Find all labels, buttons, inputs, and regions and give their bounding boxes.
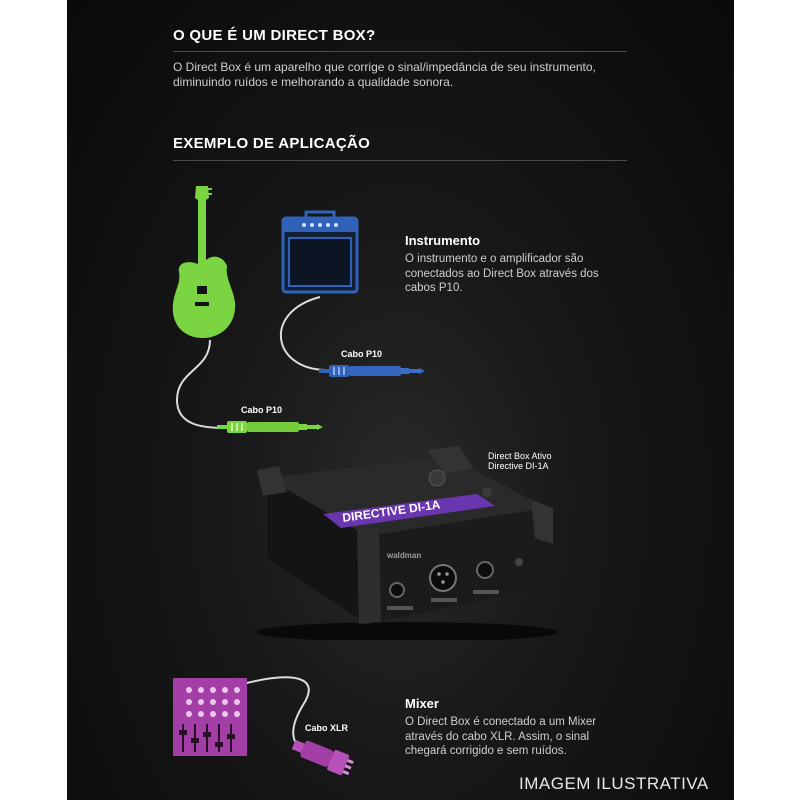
intro-paragraph: O Direct Box é um aparelho que corrige o… — [173, 60, 643, 90]
mixer-icon — [173, 678, 247, 756]
cable-label-p10-amp: Cabo P10 — [341, 349, 383, 359]
cable-label-xlr: Cabo XLR — [305, 723, 349, 733]
mixer-cable-line — [246, 676, 310, 746]
section-heading-example: EXEMPLO DE APLICAÇÃO — [173, 135, 371, 152]
p10-plug-guitar-icon — [217, 421, 323, 433]
amp-cable-line — [280, 296, 328, 371]
direct-box-device-image: DIRECTIVE DI-1A waldman — [257, 446, 557, 640]
heading-divider — [173, 51, 627, 52]
guitar-icon — [172, 186, 236, 338]
guitar-cable-line — [175, 339, 226, 429]
xlr-connector-icon — [291, 739, 354, 776]
infographic-panel: O QUE É UM DIRECT BOX? O Direct Box é um… — [67, 0, 734, 800]
intro-line-2: diminuindo ruídos e melhorando a qualida… — [173, 75, 454, 89]
instrumento-title: Instrumento — [405, 233, 481, 248]
instrumento-text: O instrumento e o amplificador são conec… — [405, 253, 599, 294]
mixer-title: Mixer — [405, 696, 439, 711]
cable-label-p10-guitar: Cabo P10 — [241, 405, 283, 415]
mixer-text: O Direct Box é conectado a um Mixer atra… — [405, 716, 597, 757]
heading-divider-2 — [173, 160, 627, 161]
illustrative-watermark: IMAGEM ILUSTRATIVA — [519, 774, 709, 793]
section-heading-what-is: O QUE É UM DIRECT BOX? — [173, 27, 376, 44]
device-maker-text: waldman — [386, 551, 421, 560]
device-label: Direct Box Ativo Directive DI-1A — [488, 451, 552, 471]
amplifier-icon — [281, 210, 359, 294]
intro-line-1: O Direct Box é um aparelho que corrige o… — [173, 60, 596, 74]
p10-plug-amp-icon — [319, 365, 425, 377]
cable-lines — [175, 296, 328, 746]
